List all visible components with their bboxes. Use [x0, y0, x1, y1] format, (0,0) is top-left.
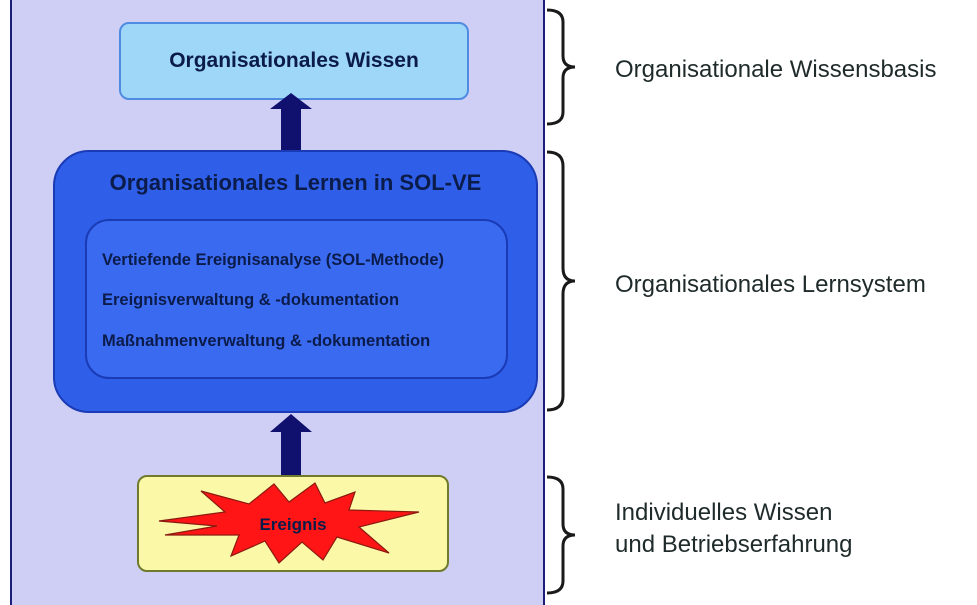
level-label-learning-system: Organisationales Lernsystem — [615, 271, 926, 298]
level-label-line-1: Individuelles Wissen — [615, 499, 833, 526]
curly-brace-icon — [546, 150, 576, 412]
organisational-knowledge-label: Organisationales Wissen — [169, 49, 419, 72]
level-label-knowledge-base: Organisationale Wissensbasis — [615, 56, 937, 83]
organisational-learning-title: Organisationales Lernen in SOL-VE — [109, 170, 482, 195]
event-box: Ereignis — [137, 475, 449, 572]
curly-brace-icon — [546, 8, 576, 126]
event-analysis-item: Vertiefende Ereignisanalyse (SOL-Methode… — [102, 251, 445, 269]
event-management-item: Ereignisverwaltung & -dokumentation — [102, 291, 400, 309]
starburst-icon — [158, 482, 420, 564]
event-label: Ereignis — [259, 515, 327, 534]
learning-methods-box: Vertiefende Ereignisanalyse (SOL-Methode… — [85, 219, 508, 379]
organisational-knowledge-box: Organisationales Wissen — [119, 22, 469, 100]
level-label-line-2: und Betriebserfahrung — [615, 531, 853, 559]
arrow-up-icon — [270, 93, 312, 152]
diagram-panel: Organisationales Wissen Organisationales… — [10, 0, 545, 605]
organisational-learning-box: Organisationales Lernen in SOL-VE Vertie… — [53, 150, 538, 413]
curly-brace-icon — [546, 475, 576, 595]
measure-management-item: Maßnahmenverwaltung & -dokumentation — [102, 332, 431, 350]
arrow-up-icon — [270, 414, 312, 476]
level-label-individual-knowledge: Individuelles Wissen und Betriebserfahru… — [615, 497, 853, 562]
